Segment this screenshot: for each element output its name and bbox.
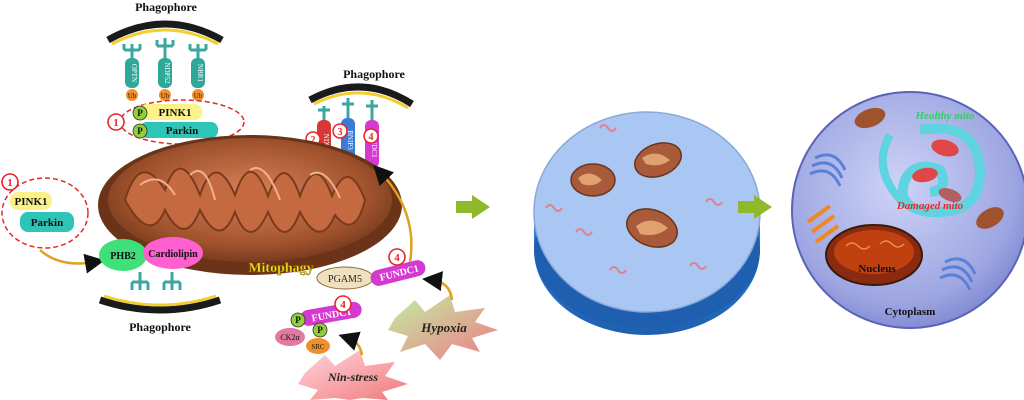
culture-dish	[533, 111, 761, 335]
nin-stress-label: Nin-stress	[327, 370, 378, 384]
svg-text:Ub: Ub	[128, 92, 137, 100]
arrow-to-dish	[456, 195, 490, 219]
golgi-left	[809, 153, 847, 187]
healthy-mito-label: Healthy mito	[915, 110, 975, 122]
damaged-mito-label: Damaged mito	[896, 200, 964, 212]
mito-right	[976, 207, 1004, 229]
pink1-box-top	[140, 104, 202, 120]
svg-text:P: P	[137, 126, 143, 136]
parkin-box-left	[20, 212, 74, 232]
svg-text:BNIP3: BNIP3	[346, 130, 354, 150]
receptor-stalks-top	[122, 38, 208, 58]
arrow-parkin-to-phb2	[39, 249, 105, 274]
dish-squiggles	[545, 124, 723, 274]
step-1-marker-left: 1	[1, 173, 19, 191]
cardiolipin-shape	[143, 237, 203, 269]
pink1-label-top: PINK1	[159, 107, 192, 119]
arrow-nin-stress	[338, 331, 364, 356]
phagophore-bottom	[98, 272, 222, 314]
arrow-fundc1-to-receptor	[373, 164, 413, 263]
parkin-label-top: Parkin	[166, 125, 198, 137]
arrow-hypoxia	[422, 271, 454, 301]
ck2a-shape	[275, 328, 305, 346]
phagophore-right-label: Phagophore	[343, 67, 405, 81]
cytoplasm-label: Cytoplasm	[885, 306, 936, 318]
step-4-marker-right: 4	[388, 248, 406, 266]
phagophore-top-label: Phagophore	[135, 0, 197, 14]
autophagosome-swirl	[897, 123, 986, 218]
svg-text:4: 4	[394, 252, 400, 264]
svg-text:P: P	[137, 108, 143, 118]
receptor-nbr1-label: NBR1	[196, 64, 204, 82]
phb2-label: PHB2	[110, 251, 136, 262]
receptor-ndp52-label: NDP52	[163, 62, 171, 84]
receptor-ndp52	[158, 58, 172, 88]
parkin-label-left: Parkin	[31, 217, 63, 229]
step-1-marker-top: 1	[107, 113, 125, 131]
parkin-box-top	[140, 122, 218, 138]
step-markers-right: 2 3 4	[305, 123, 379, 147]
src-shape	[306, 338, 330, 354]
svg-text:P: P	[317, 325, 323, 335]
phb2-shape	[99, 239, 147, 271]
svg-text:Ub: Ub	[161, 92, 170, 100]
svg-text:4: 4	[369, 132, 374, 143]
healthy-mito-top	[854, 107, 886, 129]
cell: Healthy mito Damaged mito Nucleus Cytopl…	[791, 91, 1024, 329]
src-label: SRC	[311, 343, 325, 351]
ck2a-label: CK2α	[280, 333, 300, 342]
fundc1-right-box	[370, 260, 426, 286]
svg-text:FUNDC1: FUNDC1	[370, 130, 378, 158]
pgam5-fundc1: PGAM5 FUNDC1	[316, 260, 426, 290]
svg-text:2: 2	[311, 135, 316, 146]
pgam5-label: PGAM5	[328, 274, 362, 285]
phagophore-top: OPTN NDP52 NBR1 Ub Ub Ub	[106, 20, 224, 101]
golgi-right	[939, 257, 977, 291]
mitophagy-label: Mitophagy	[248, 261, 313, 276]
receptor-nbr1	[191, 58, 205, 88]
svg-text:Ub: Ub	[194, 92, 203, 100]
phagophore-bottom-label: Phagophore	[129, 320, 191, 334]
receptor-optn-label: OPTN	[130, 64, 138, 82]
cardiolipin-label: Cardiolipin	[148, 249, 198, 260]
receptor-optn	[125, 58, 139, 88]
hypoxia-burst: Hypoxia	[388, 295, 498, 360]
hypoxia-label: Hypoxia	[420, 320, 467, 335]
pink1-label-left: PINK1	[15, 196, 48, 208]
svg-text:4: 4	[340, 299, 346, 311]
nin-stress-burst: Nin-stress	[298, 350, 408, 400]
pink1-parkin-left: PINK1 Parkin	[1, 177, 89, 249]
phb2-cardiolipin: PHB2 Cardiolipin	[99, 237, 203, 271]
nucleus-label: Nucleus	[858, 263, 896, 275]
svg-text:3: 3	[338, 127, 343, 138]
svg-text:P: P	[295, 315, 301, 325]
svg-text:1: 1	[7, 177, 13, 189]
svg-text:1: 1	[113, 117, 119, 129]
svg-text:NIX: NIX	[322, 134, 330, 146]
mito-fragments	[570, 142, 682, 248]
step-4-marker-bottom: 4	[334, 295, 352, 313]
er-orange	[806, 204, 840, 244]
ubiquitin-group: Ub Ub Ub	[126, 89, 204, 101]
pink1-box-left	[10, 192, 52, 210]
arrow-to-cell	[738, 195, 772, 219]
